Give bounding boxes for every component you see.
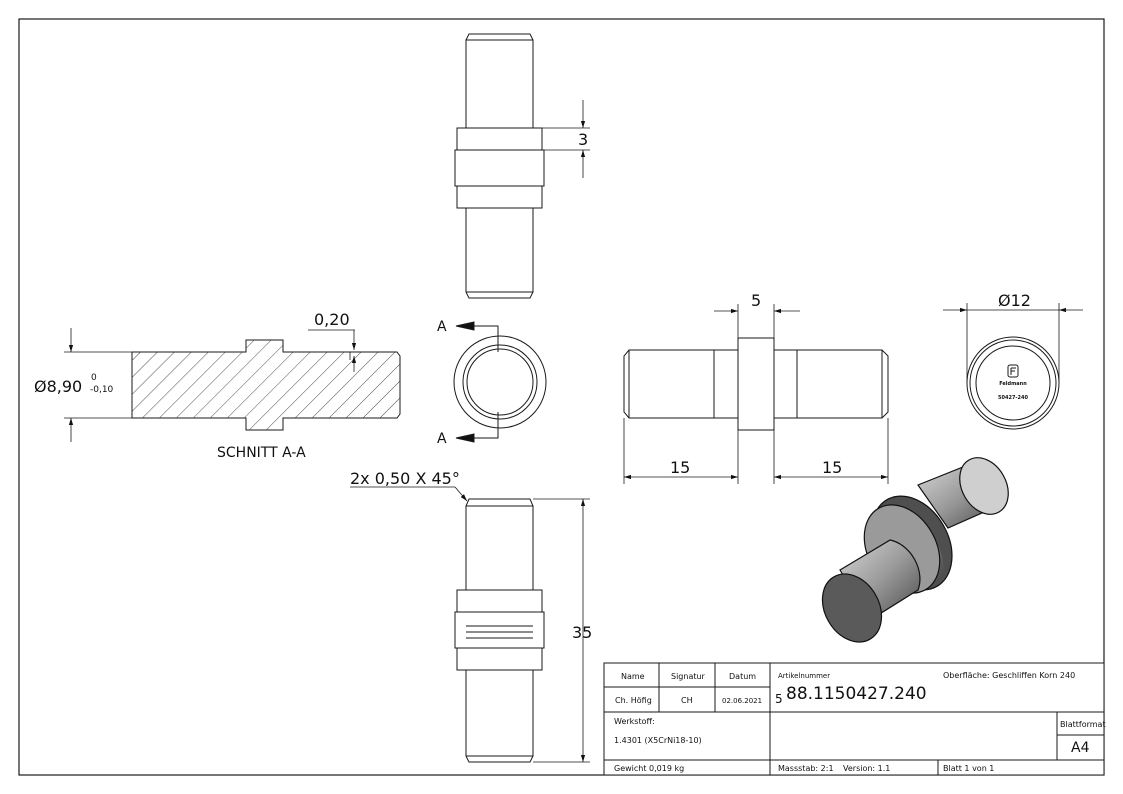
isometric-view (821, 457, 1009, 643)
dim-label-chamfer: 2x 0,50 X 45° (350, 469, 460, 488)
engraving-brand: Feldmann (999, 381, 1027, 387)
end-view-ring (453, 335, 547, 429)
tb-signature: CH (681, 696, 693, 705)
logo-icon (1007, 364, 1019, 378)
tb-sheet: Blatt 1 von 1 (943, 764, 994, 773)
tb-material: 1.4301 (X5CrNi18-10) (614, 736, 702, 745)
title-block (603, 662, 1105, 776)
tb-version: Version: 1.1 (843, 764, 890, 773)
section-marker-a-bottom: A (437, 431, 447, 447)
dim-label-section-dia: Ø8,90 (34, 377, 82, 396)
engraving-code: 50427-240 (998, 395, 1028, 401)
tb-header-date: Datum (729, 672, 756, 681)
tb-date: 02.06.2021 (722, 697, 762, 705)
tb-format-label: Blattformat (1060, 720, 1106, 729)
section-label: SCHNITT A-A (217, 445, 306, 461)
section-view (131, 339, 401, 431)
tb-format: A4 (1071, 740, 1090, 756)
tb-surface: Oberfläche: Geschliffen Korn 240 (943, 671, 1075, 680)
tb-material-label: Werkstoff: (614, 717, 655, 726)
dim-label-len-right: 15 (822, 458, 842, 477)
front-view (623, 337, 889, 431)
dim-label-len-left: 15 (670, 458, 690, 477)
dim-top-3 (533, 100, 590, 178)
bottom-view (454, 498, 545, 763)
dim-label-flange: 5 (751, 291, 761, 310)
dim-tol-upper: 0 (91, 373, 97, 383)
tb-header-signature: Signatur (671, 672, 706, 681)
tb-name: Ch. Höfig (615, 696, 652, 705)
dim-diameter (943, 303, 1083, 383)
top-view (454, 33, 545, 299)
dim-section-dia (64, 328, 132, 442)
tb-scale: Massstab: 2:1 (778, 764, 834, 773)
dim-flange (714, 304, 800, 338)
dim-label-3: 3 (578, 130, 588, 149)
dim-lengths (623, 418, 889, 484)
dim-label-total: 35 (572, 623, 592, 642)
dim-label-groove: 0,20 (314, 310, 350, 329)
section-marker-a-top: A (437, 319, 447, 335)
tb-weight: Gewicht 0,019 kg (614, 764, 684, 773)
tb-header-name: Name (621, 672, 645, 681)
dim-chamfer (350, 486, 468, 502)
dim-groove (308, 329, 357, 372)
sheet-border (18, 18, 1105, 776)
dim-tol-lower: -0,10 (90, 385, 114, 395)
dim-total (533, 498, 590, 763)
tb-article-prefix: 5 (775, 692, 783, 706)
section-markers (455, 321, 499, 443)
tb-article-number: 88.1150427.240 (786, 684, 927, 704)
tb-article-label: Artikelnummer (778, 672, 830, 680)
dim-label-diameter: Ø12 (998, 291, 1031, 310)
